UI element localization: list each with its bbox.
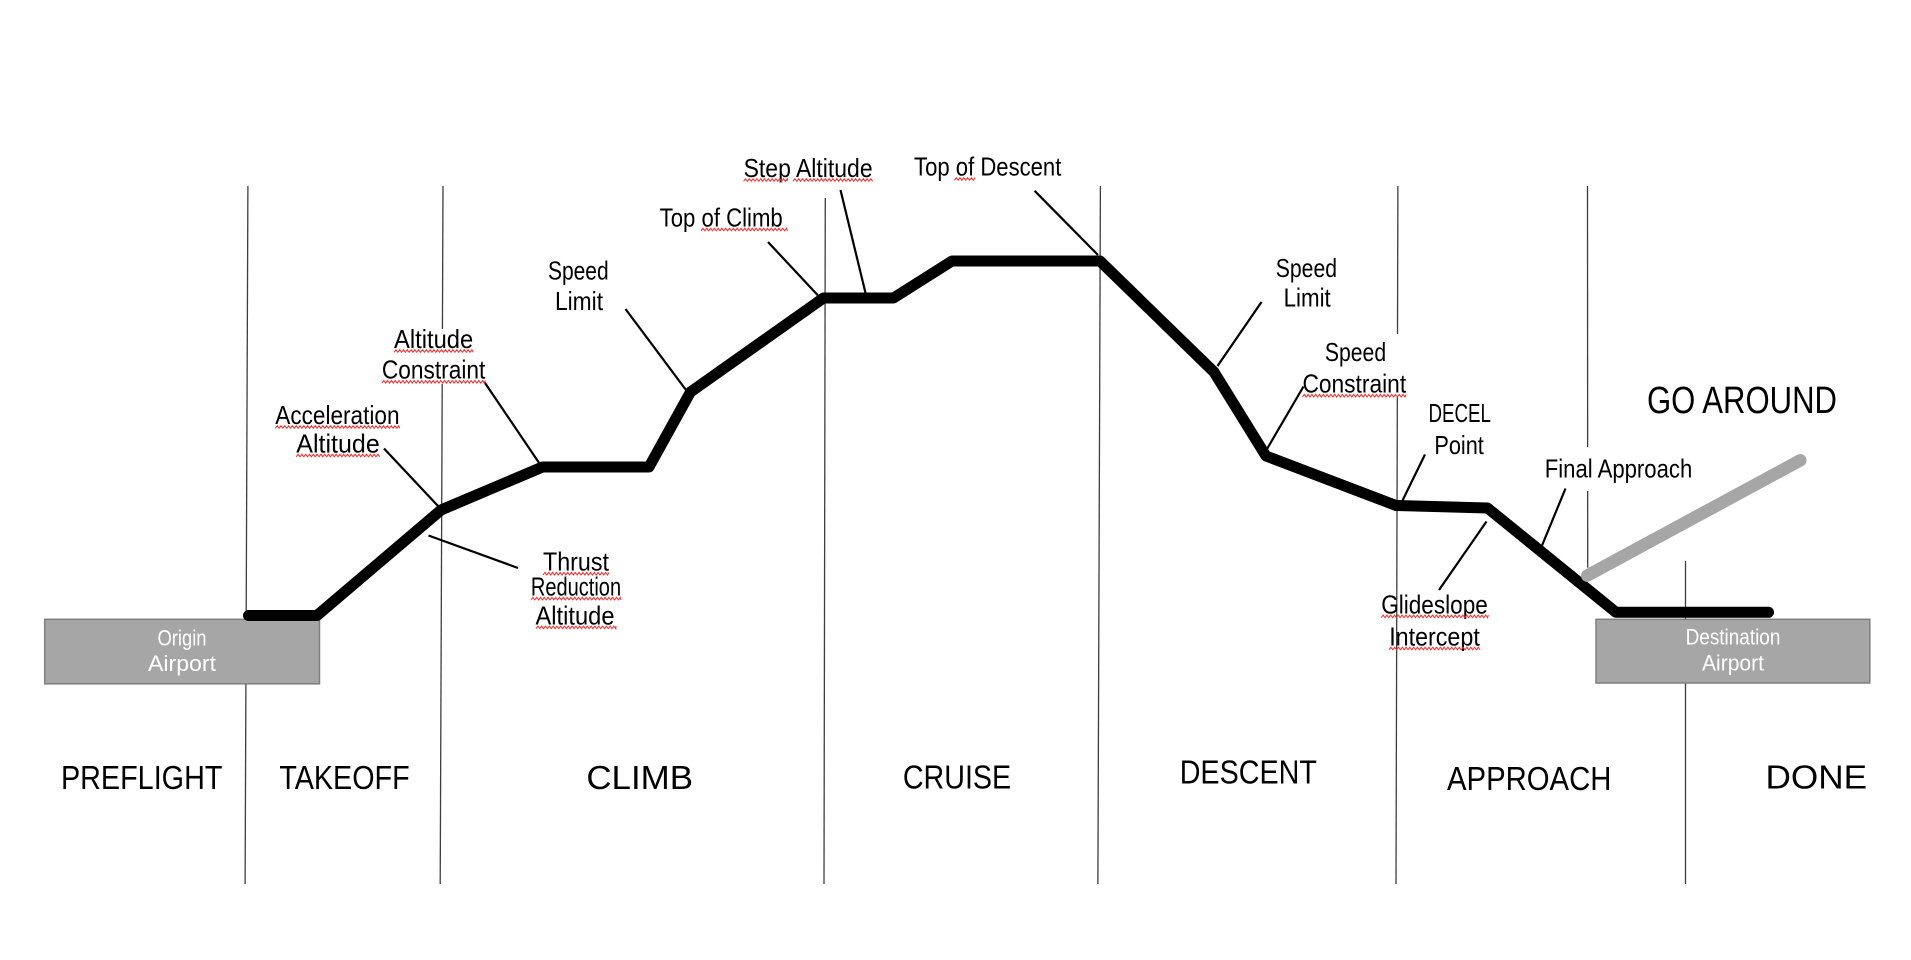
svg-text:Destination: Destination: [1686, 625, 1781, 650]
svg-text:Glideslope: Glideslope: [1381, 589, 1488, 619]
svg-text:Origin: Origin: [158, 626, 207, 651]
svg-text:DONE: DONE: [1766, 759, 1868, 796]
svg-text:Point: Point: [1434, 430, 1484, 460]
svg-text:GO AROUND: GO AROUND: [1647, 380, 1837, 422]
svg-text:Speed: Speed: [548, 256, 609, 286]
svg-text:DESCENT: DESCENT: [1180, 754, 1317, 791]
svg-text:PREFLIGHT: PREFLIGHT: [61, 759, 223, 796]
svg-text:CRUISE: CRUISE: [903, 759, 1011, 796]
svg-text:Constraint: Constraint: [382, 355, 486, 385]
svg-text:Step Altitude: Step Altitude: [744, 153, 873, 183]
svg-text:Acceleration: Acceleration: [275, 400, 399, 430]
svg-text:APPROACH: APPROACH: [1447, 760, 1611, 797]
svg-text:Airport: Airport: [1702, 651, 1764, 676]
svg-text:Speed: Speed: [1325, 337, 1386, 367]
svg-text:Final Approach: Final Approach: [1545, 454, 1693, 484]
svg-text:Limit: Limit: [555, 286, 604, 316]
svg-text:CLIMB: CLIMB: [586, 759, 693, 796]
svg-text:Airport: Airport: [148, 651, 216, 676]
svg-text:DECEL: DECEL: [1428, 398, 1491, 428]
svg-text:TAKEOFF: TAKEOFF: [279, 759, 409, 796]
svg-text:Altitude: Altitude: [296, 428, 380, 458]
svg-text:Speed: Speed: [1276, 253, 1337, 283]
svg-text:Limit: Limit: [1284, 283, 1332, 313]
svg-text:Top of Descent: Top of Descent: [914, 152, 1062, 182]
svg-text:Constraint: Constraint: [1302, 369, 1406, 399]
svg-text:Top of Climb: Top of Climb: [660, 202, 783, 232]
